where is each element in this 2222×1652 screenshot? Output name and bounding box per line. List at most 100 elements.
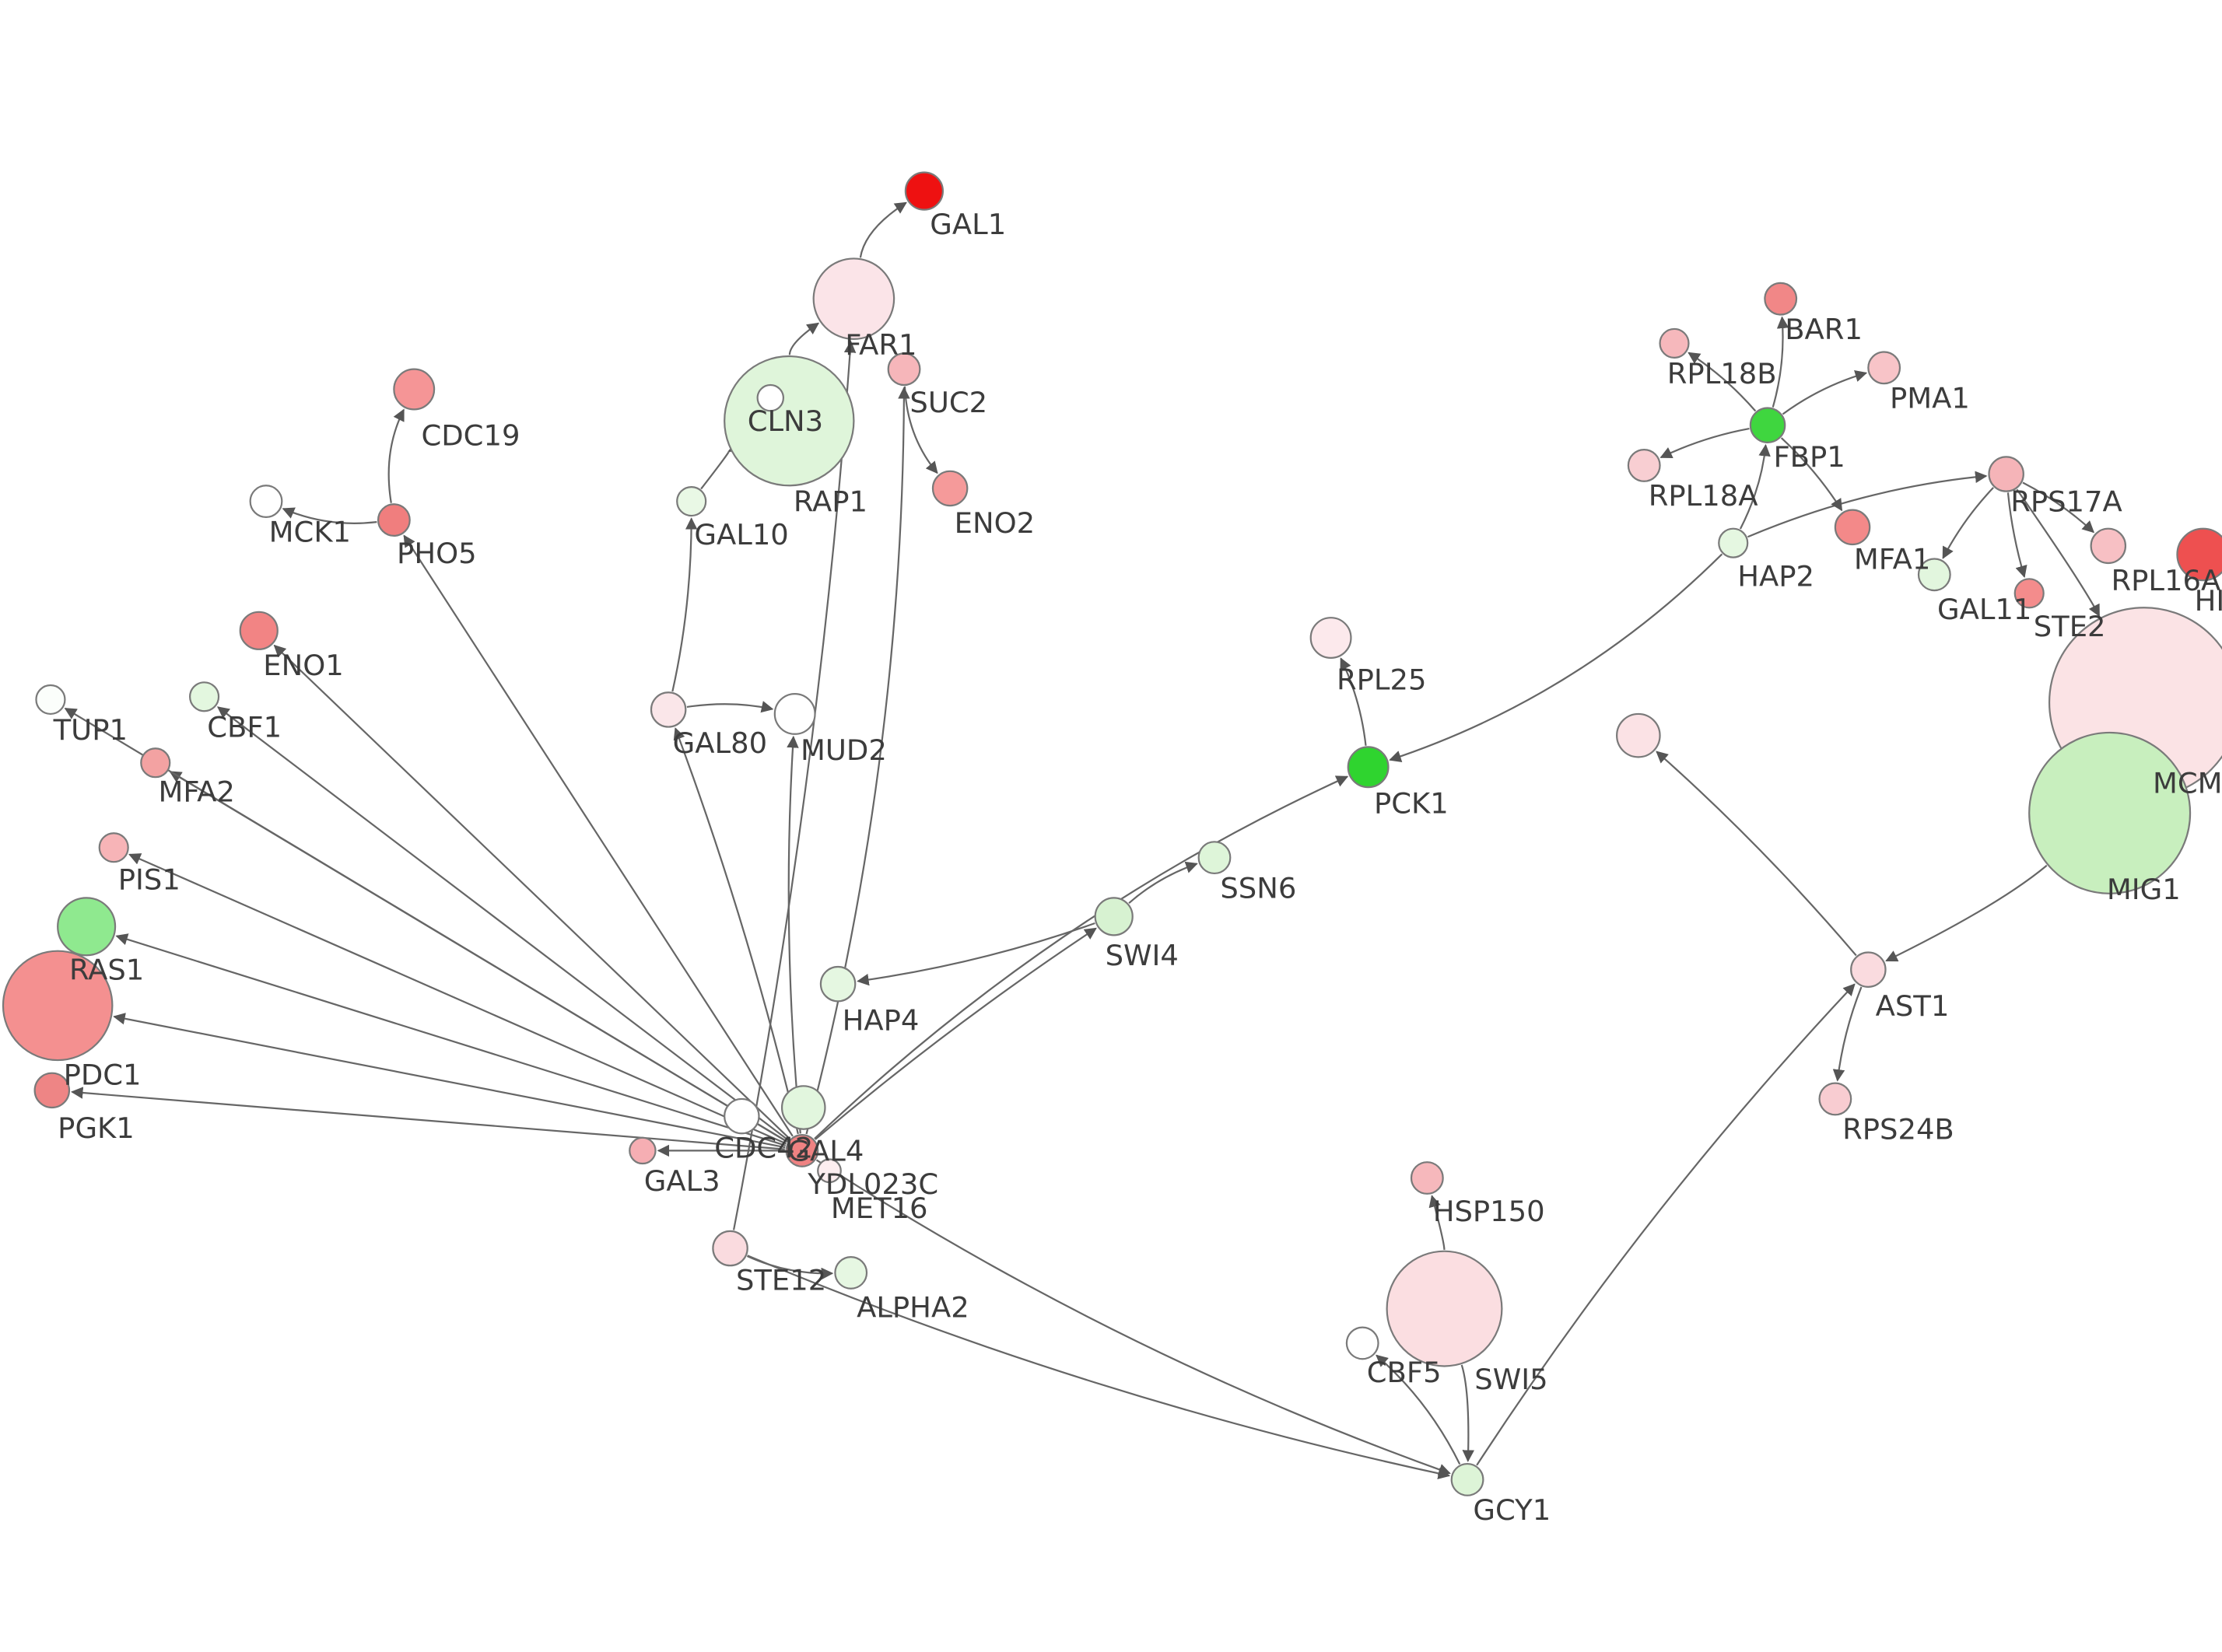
- node-RAS1[interactable]: [57, 897, 117, 957]
- edge-AST1-RPS24B[interactable]: [1832, 986, 1863, 1082]
- node-PIS1[interactable]: [98, 832, 129, 863]
- node-HIS4[interactable]: [2176, 527, 2222, 582]
- edge-HAP2-PCK1[interactable]: [1389, 553, 1723, 762]
- node-AST1[interactable]: [1850, 951, 1887, 988]
- node-GAL4[interactable]: [785, 1133, 819, 1167]
- node-STE2[interactable]: [2013, 578, 2045, 609]
- node-CBF5[interactable]: [1345, 1326, 1379, 1360]
- edge-FBP1-MFA1[interactable]: [1780, 437, 1843, 512]
- edge-FBP1-RPL18B[interactable]: [1688, 352, 1757, 412]
- edge-RPS17A-STE2[interactable]: [2006, 492, 2027, 579]
- node-RPL16A[interactable]: [2090, 527, 2127, 565]
- edge-PCK1-RPL25[interactable]: [1340, 657, 1367, 746]
- node-GAL10[interactable]: [676, 486, 707, 517]
- edge-RPS17A-MCM1[interactable]: [2016, 488, 2101, 618]
- node-CBF1[interactable]: [188, 681, 220, 712]
- node-SUC2[interactable]: [887, 352, 921, 387]
- edge-SWI5-GCY1[interactable]: [1460, 1364, 1474, 1462]
- node-PMA1[interactable]: [1867, 351, 1901, 385]
- edge-RPS17A-RPL16A[interactable]: [2022, 481, 2095, 534]
- edge-PHO5-CDC19[interactable]: [387, 408, 405, 503]
- node-HSP150[interactable]: [1410, 1161, 1444, 1195]
- node-HAP2[interactable]: [1718, 527, 1749, 558]
- node-PDC1[interactable]: [2, 950, 114, 1062]
- edge-FBP1-RPL18A[interactable]: [1659, 427, 1750, 459]
- node-RPS17A[interactable]: [1988, 456, 2024, 492]
- edge-RPS17A-GAL11[interactable]: [1942, 487, 1994, 559]
- node-CDC19[interactable]: [393, 368, 436, 411]
- node-SWI4[interactable]: [1094, 897, 1134, 936]
- node-GAL1[interactable]: [904, 171, 945, 211]
- edge-GAL4-TUP1[interactable]: [64, 707, 788, 1143]
- edge-GAL4-SUC2[interactable]: [805, 387, 910, 1135]
- edge-GAL4-PDC1[interactable]: [113, 1013, 786, 1149]
- edge-GAL4-PGK1[interactable]: [71, 1087, 785, 1150]
- edge-PHO5-MCK1[interactable]: [282, 507, 377, 524]
- node-PCK1[interactable]: [1347, 746, 1390, 789]
- edge-GCY1-CBF5[interactable]: [1376, 1354, 1461, 1465]
- edge-GAL4-MUD2[interactable]: [787, 735, 801, 1134]
- edge-CLN3-FAR1[interactable]: [788, 322, 820, 355]
- node-BAR1[interactable]: [1764, 282, 1798, 316]
- node-RPS24B[interactable]: [1818, 1082, 1852, 1116]
- edge-SWI4-SSN6[interactable]: [1128, 861, 1198, 905]
- edge-GAL4-PIS1[interactable]: [128, 853, 787, 1145]
- node-FBP1[interactable]: [1749, 407, 1786, 443]
- edge-GAL4-CBF1[interactable]: [216, 706, 789, 1141]
- node-ENO1[interactable]: [239, 611, 279, 650]
- edge-SWI4-HAP4[interactable]: [857, 922, 1095, 986]
- node-RPL18B[interactable]: [1659, 327, 1690, 359]
- node-PGK1[interactable]: [33, 1072, 71, 1109]
- node-GAL80[interactable]: [650, 691, 687, 728]
- edge-GAL80-GAL10[interactable]: [671, 517, 698, 692]
- node-MIG1[interactable]: [2028, 731, 2192, 894]
- edge-HAP2-FBP1[interactable]: [1739, 443, 1771, 530]
- edge-GAL4-PHO5[interactable]: [403, 534, 794, 1137]
- node-MUD2[interactable]: [773, 692, 816, 735]
- edge-SWI5-HSP150[interactable]: [1428, 1195, 1446, 1250]
- node-MET16[interactable]: [817, 1158, 842, 1184]
- node-RAP1[interactable]: [756, 383, 785, 412]
- edge-GAL10-CLN3[interactable]: [700, 440, 741, 490]
- node-ENO2[interactable]: [931, 470, 969, 507]
- node-STE12[interactable]: [712, 1230, 748, 1267]
- node-CDC42[interactable]: [724, 1097, 760, 1135]
- node-MCK1[interactable]: [249, 485, 283, 519]
- node-N1[interactable]: [1616, 712, 1661, 758]
- edge-STE12-FAR1[interactable]: [732, 340, 857, 1230]
- node-ALPHA2[interactable]: [834, 1255, 868, 1290]
- edge-STE12-GCY1[interactable]: [747, 1255, 1451, 1479]
- edge-GAL80-MUD2[interactable]: [686, 701, 774, 713]
- edge-GAL4-PCK1[interactable]: [814, 775, 1349, 1139]
- node-FAR1[interactable]: [812, 257, 895, 340]
- edge-GAL4-RAS1[interactable]: [115, 933, 787, 1146]
- node-CLN3[interactable]: [724, 355, 855, 487]
- edge-FAR1-GAL1[interactable]: [859, 201, 907, 258]
- node-RPL18A[interactable]: [1627, 448, 1661, 482]
- edge-AST1-N1[interactable]: [1656, 751, 1857, 957]
- node-GAL11[interactable]: [1917, 558, 1951, 592]
- node-TUP1[interactable]: [35, 684, 66, 716]
- edge-GAL4-GAL80[interactable]: [673, 727, 799, 1135]
- edge-GCY1-AST1[interactable]: [1476, 983, 1856, 1466]
- edge-GAL4-GCY1[interactable]: [815, 1159, 1451, 1475]
- node-GCY1[interactable]: [1450, 1462, 1484, 1496]
- node-RPL25[interactable]: [1309, 617, 1352, 660]
- node-HAP4[interactable]: [819, 965, 857, 1003]
- edge-FBP1-BAR1[interactable]: [1772, 316, 1789, 408]
- edge-MIG1-AST1[interactable]: [1885, 864, 2048, 962]
- node-PHO5[interactable]: [377, 503, 411, 537]
- node-GAL3[interactable]: [629, 1136, 657, 1165]
- node-SSN6[interactable]: [1197, 841, 1232, 875]
- node-label-SWI4: SWI4: [1106, 939, 1179, 972]
- node-MFA2[interactable]: [140, 747, 171, 779]
- node-SWI5[interactable]: [1386, 1250, 1503, 1367]
- node-YDL023C[interactable]: [780, 1085, 826, 1130]
- node-MFA1[interactable]: [1834, 509, 1871, 546]
- edge-FBP1-PMA1[interactable]: [1782, 369, 1868, 415]
- edge-HAP2-RPS17A[interactable]: [1747, 471, 1988, 538]
- edge-GAL4-ENO1[interactable]: [273, 644, 790, 1139]
- edge-GAL4-SWI4[interactable]: [815, 927, 1097, 1140]
